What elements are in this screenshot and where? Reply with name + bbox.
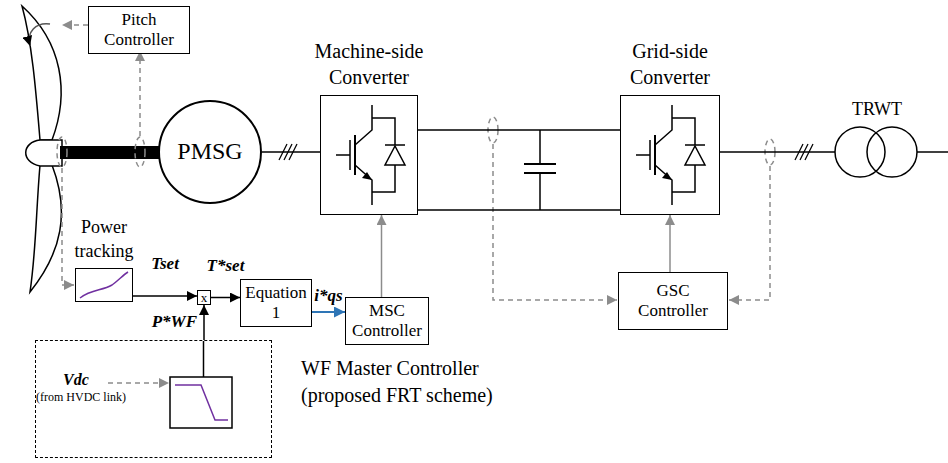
controller-box: MSC Controller	[345, 297, 429, 345]
multiplier-box: x	[197, 290, 211, 305]
note-label: (from HVDC link)	[36, 391, 126, 404]
generator-circle: PMSG	[158, 100, 262, 204]
converter-box: Grid-side Converter	[620, 95, 720, 215]
signal-connector	[418, 129, 620, 131]
signal-connector	[211, 297, 240, 299]
node-text: MSC Controller	[350, 301, 424, 340]
signal-label: P*WF	[152, 313, 197, 332]
node-text: x	[198, 291, 210, 304]
signal-connector	[381, 215, 383, 297]
controller-box: Pitch Controller	[88, 6, 190, 54]
signal-connector	[312, 311, 345, 313]
node-text: Pitch Controller	[93, 10, 185, 49]
controller-box: GSC Controller	[618, 272, 728, 330]
signal-wire	[203, 341, 205, 377]
igbt-diode-symbol	[336, 105, 405, 205]
signal-connector	[669, 215, 671, 272]
signal-label: Vdc	[63, 371, 89, 389]
node-text: Equation 1	[245, 283, 307, 322]
tracking-block: Power tracking	[75, 268, 133, 302]
equation-box: Equation 1	[240, 279, 312, 327]
igbt-diode-symbol	[636, 105, 705, 205]
node-heading: Power tracking	[64, 216, 144, 263]
signal-connector	[133, 295, 197, 297]
node-heading: WF Master Controller (proposed FRT schem…	[301, 355, 561, 409]
signal-connector	[262, 151, 320, 153]
droop-block	[170, 377, 232, 428]
signal-connector	[203, 305, 205, 340]
transformer-label: TRWT	[852, 100, 902, 120]
node-text: GSC Controller	[623, 281, 723, 320]
node-text: PMSG	[160, 138, 260, 166]
measurement-lines	[57, 25, 775, 383]
shaft	[60, 146, 162, 159]
signal-label: Tset	[151, 255, 179, 274]
turbine-rotor	[22, 6, 62, 292]
transformer	[720, 127, 948, 177]
signal-label: T*set	[207, 257, 245, 276]
node-heading: Machine-side Converter	[304, 38, 434, 90]
converter-box: Machine-side Converter	[320, 95, 418, 215]
signal-label: i*qs	[314, 287, 342, 306]
dc-link	[418, 130, 620, 210]
droop-curve	[175, 385, 228, 420]
tracking-curve	[80, 272, 128, 298]
node-heading: Grid-side Converter	[605, 38, 735, 90]
